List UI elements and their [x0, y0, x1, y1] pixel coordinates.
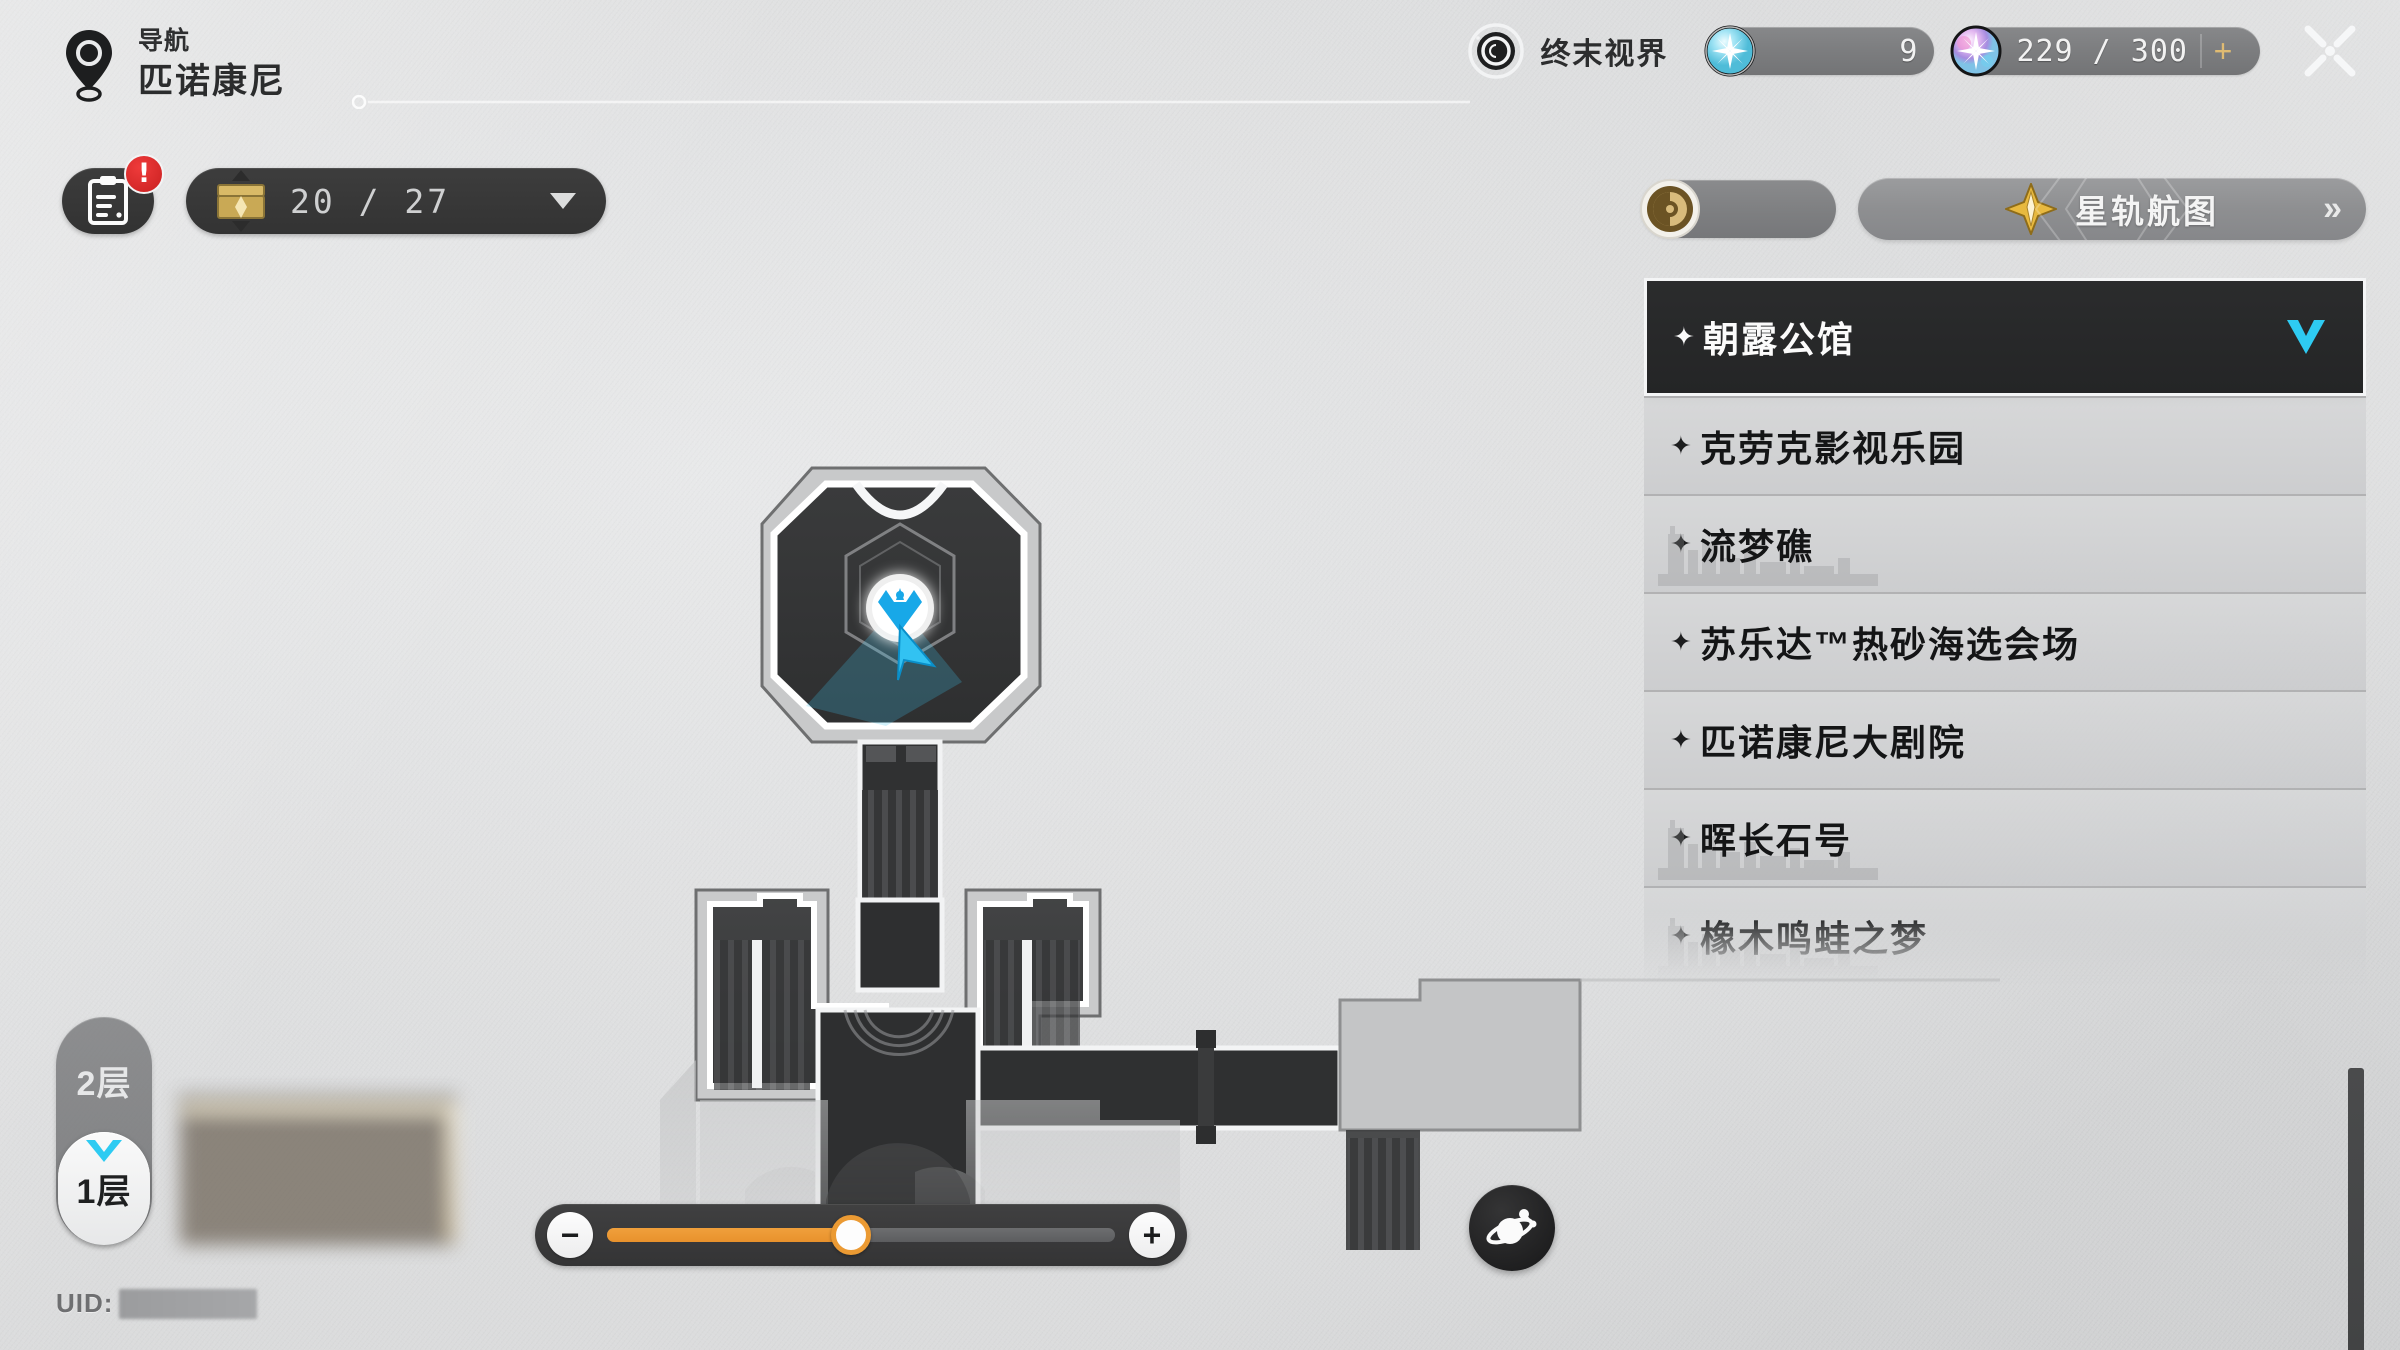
add-currency-button[interactable]: +	[2200, 34, 2244, 68]
destination-list: ✦ 朝露公馆 ✦ 克劳克影视乐园 ✦ 流梦礁 ✦ 苏乐达™热砂海选会场 ✦ 匹诺康尼大剧院	[1644, 278, 2366, 984]
destination-item-2[interactable]: ✦ 流梦礁	[1644, 494, 2366, 592]
currency-purple-value: 229 / 300	[2016, 33, 2188, 69]
floor-label: 1层	[76, 1173, 132, 1212]
destination-star-icon: ✦	[1670, 724, 1692, 755]
chevron-down-cyan-icon	[2287, 320, 2325, 354]
destination-star-icon: ✦	[1670, 823, 1692, 854]
destination-label: 橡木鸣蛙之梦	[1700, 918, 1929, 959]
realm-coin-icon	[1640, 179, 1700, 239]
city-silhouette-icon	[1658, 918, 1878, 978]
zoom-out-button[interactable]: −	[547, 1212, 593, 1258]
destination-star-icon: ✦	[1670, 921, 1692, 952]
close-x-icon[interactable]	[2292, 13, 2368, 89]
quest-alert-badge: !	[124, 154, 164, 194]
zoom-in-button[interactable]: +	[1129, 1212, 1175, 1258]
gold-star-icon	[2005, 183, 2057, 235]
destination-label: 苏乐达™热砂海选会场	[1700, 624, 2081, 665]
destination-item-1[interactable]: ✦ 克劳克影视乐园	[1644, 396, 2366, 494]
planet-orbit-icon	[1486, 1209, 1537, 1245]
zoom-slider-fill	[607, 1228, 851, 1242]
realm-toggle[interactable]	[1640, 179, 1836, 239]
city-silhouette-icon	[1658, 526, 1878, 586]
destination-star-icon: ✦	[1670, 626, 1692, 657]
destination-star-icon: ✦	[1670, 430, 1692, 461]
spiral-eye-icon	[1468, 23, 1525, 79]
map-left-toolbar: ! 20 / 27	[62, 154, 606, 234]
floor-selector[interactable]: 2层 1层	[56, 1017, 152, 1245]
map-zoom-control: − +	[535, 1204, 1187, 1266]
currency-blue[interactable]: 9	[1704, 25, 1935, 77]
destination-label: 晖长石号	[1700, 820, 1853, 861]
map-mode-toolbar: 星轨航图 »	[1640, 178, 2366, 240]
floor-option-1层[interactable]: 1层	[58, 1132, 150, 1245]
selection-arrow-icon	[1644, 317, 1645, 357]
destination-item-0[interactable]: ✦ 朝露公馆	[1644, 278, 2366, 396]
treasure-chest-icon	[217, 170, 265, 232]
destination-list-scrollbar[interactable]	[2348, 1068, 2364, 1350]
end-of-vision-indicator[interactable]: 终末视界	[1468, 23, 1668, 79]
city-silhouette-icon	[1658, 820, 1878, 880]
purple-orb-icon	[1950, 25, 2002, 77]
starmap-label: 星轨航图	[2075, 193, 2219, 230]
currency-blue-value: 9	[1899, 33, 1919, 69]
location-pin-icon	[62, 28, 116, 102]
destination-label: 流梦礁	[1700, 526, 1815, 567]
uid-label: UID:	[56, 1288, 114, 1318]
floor-label: 2层	[76, 1065, 132, 1104]
breadcrumb-connector	[352, 95, 1470, 109]
zoom-slider-track[interactable]	[607, 1215, 1115, 1255]
uid-row: UID:	[56, 1288, 258, 1319]
end-of-vision-label: 终末视界	[1540, 38, 1669, 71]
destination-label: 朝露公馆	[1703, 319, 1856, 360]
quest-log-button[interactable]: !	[62, 154, 164, 234]
page-title: 匹诺康尼	[138, 62, 287, 101]
destination-item-5[interactable]: ✦ 晖长石号	[1644, 788, 2366, 886]
destination-star-icon: ✦	[1670, 529, 1692, 560]
treasure-chest-counter[interactable]: 20 / 27	[186, 168, 606, 234]
planet-view-button[interactable]	[1469, 1185, 1555, 1271]
currency-purple[interactable]: 229 / 300 +	[1950, 25, 2260, 77]
destination-item-3[interactable]: ✦ 苏乐达™热砂海选会场	[1644, 592, 2366, 690]
starmap-chevron-icon: »	[2323, 189, 2342, 228]
floor-option-2层[interactable]: 2层	[56, 1029, 152, 1132]
destination-item-4[interactable]: ✦ 匹诺康尼大剧院	[1644, 690, 2366, 788]
navigation-header: 导航 匹诺康尼	[62, 24, 286, 104]
chest-count-value: 20 / 27	[290, 181, 451, 221]
starmap-bg-glow	[2034, 178, 2190, 240]
nav-label: 导航	[138, 27, 191, 55]
chevron-down-icon[interactable]	[548, 190, 578, 212]
destination-label: 匹诺康尼大剧院	[1700, 722, 1967, 763]
uid-value	[119, 1288, 258, 1319]
destination-star-icon: ✦	[1673, 321, 1695, 352]
player-gem-marker-icon	[866, 574, 937, 681]
destination-item-6[interactable]: ✦ 橡木鸣蛙之梦	[1644, 886, 2366, 984]
zoom-slider-thumb[interactable]	[830, 1215, 871, 1255]
topbar-right: 终末视界 9	[1468, 22, 2368, 80]
starmap-button[interactable]: 星轨航图 »	[1858, 178, 2366, 240]
destination-label: 克劳克影视乐园	[1700, 428, 1967, 469]
blue-orb-icon	[1704, 25, 1756, 77]
destination-list-panel[interactable]: ✦ 朝露公馆 ✦ 克劳克影视乐园 ✦ 流梦礁 ✦ 苏乐达™热砂海选会场 ✦ 匹诺康尼大剧院	[1644, 278, 2366, 1350]
chevron-down-cyan-icon	[86, 1140, 122, 1163]
clipboard-icon	[88, 176, 128, 225]
